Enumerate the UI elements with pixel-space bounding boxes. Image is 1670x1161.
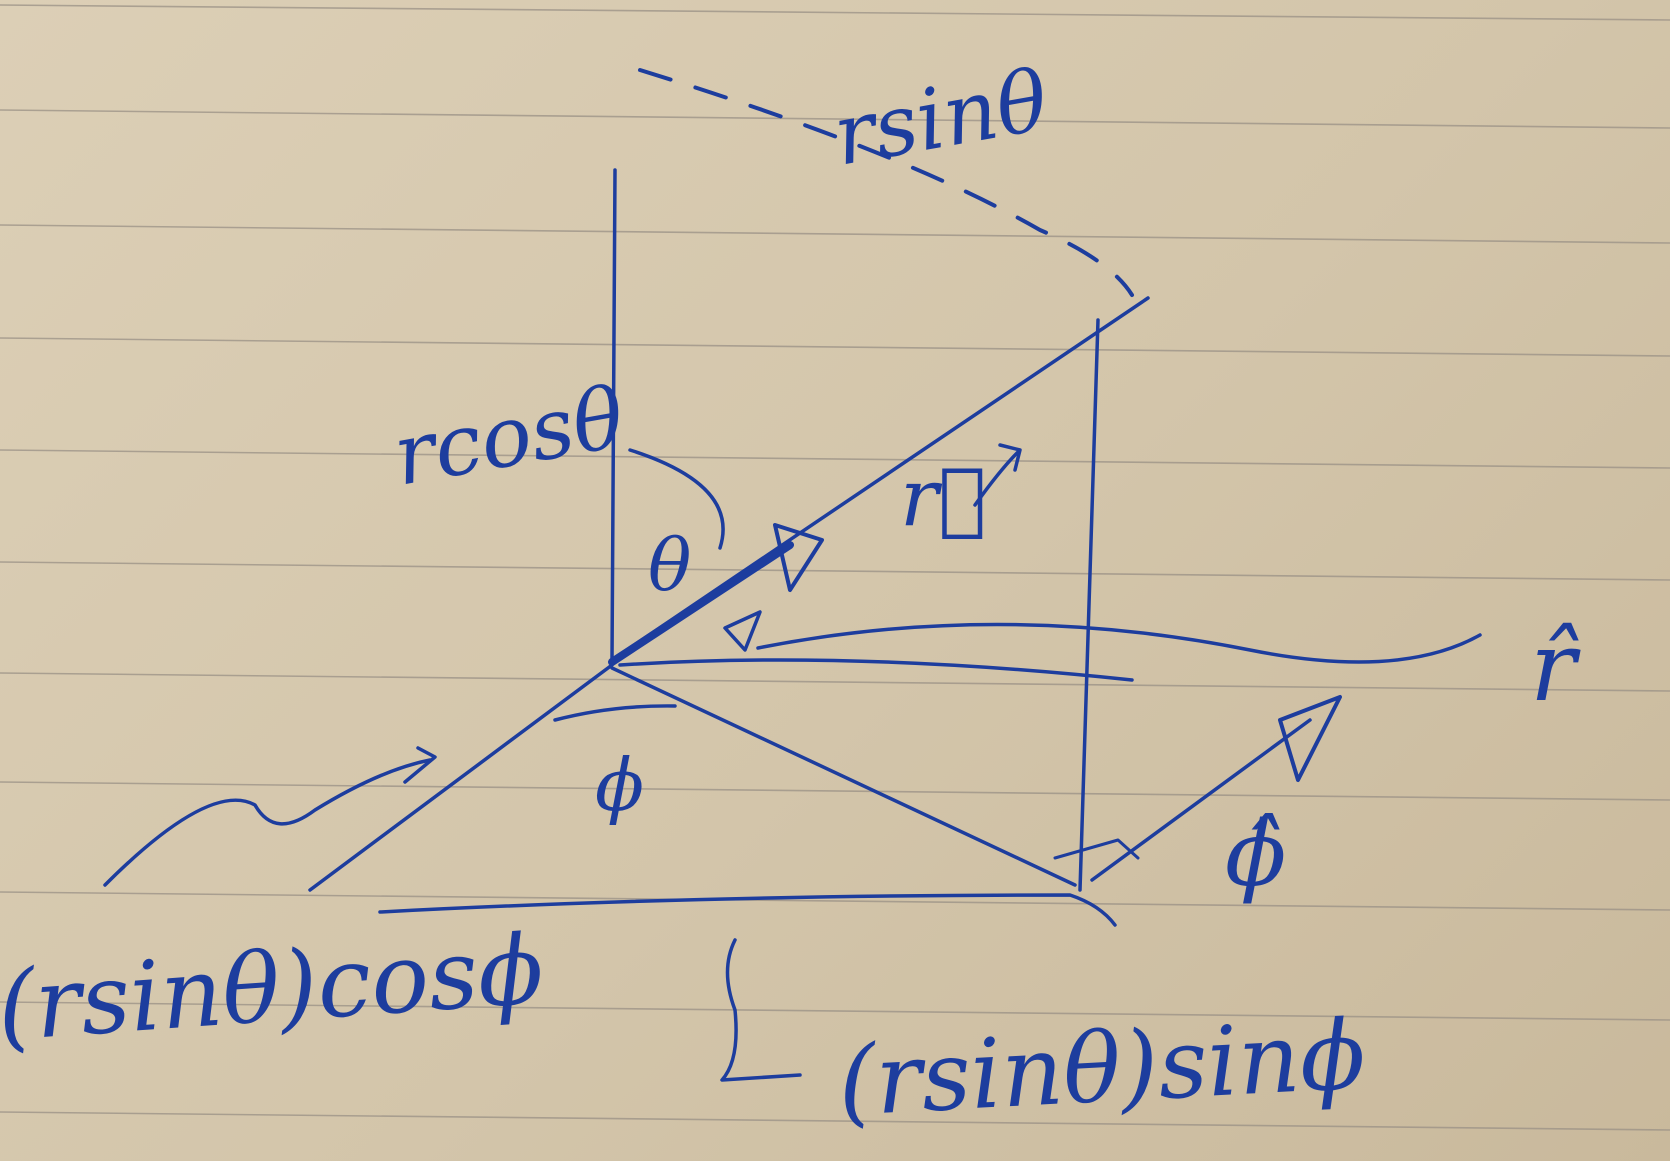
theta-arc [628, 448, 725, 550]
y-axis-line [618, 658, 1134, 682]
theta-hat-arrow [723, 610, 762, 652]
r-hat-vector [608, 523, 824, 666]
x-component-label: (rsinθ)cosϕ [0, 913, 547, 1063]
dashed-arc [638, 68, 1134, 297]
r-vec-label: r⃗ [900, 451, 986, 544]
phi-hat-vector [1090, 695, 1342, 882]
r-hat-label: r̂ [1530, 611, 1581, 723]
r-hat-leader [756, 622, 1482, 664]
r-sin-theta-label: rsinθ [826, 51, 1055, 185]
x-component-leader [103, 746, 437, 887]
construction-lines [308, 168, 1150, 927]
vertical-drop-line [1078, 318, 1100, 892]
z-axis [610, 168, 617, 662]
phi-hat-label: ϕ̂ [1225, 802, 1286, 907]
r-vec-arrow-hint [973, 443, 1022, 507]
y-component-label: (rsinθ)sinϕ [835, 999, 1368, 1138]
theta-label: θ [648, 523, 691, 607]
x-axis-line [308, 663, 614, 892]
r-cos-theta-label: rcosθ [386, 368, 631, 505]
projection-line [610, 666, 1077, 887]
bottom-line [378, 893, 1117, 927]
phi-label: ϕ [595, 743, 644, 827]
y-component-leader [720, 938, 802, 1082]
phi-arc [553, 704, 677, 722]
notebook-ruling [0, 4, 1670, 1131]
